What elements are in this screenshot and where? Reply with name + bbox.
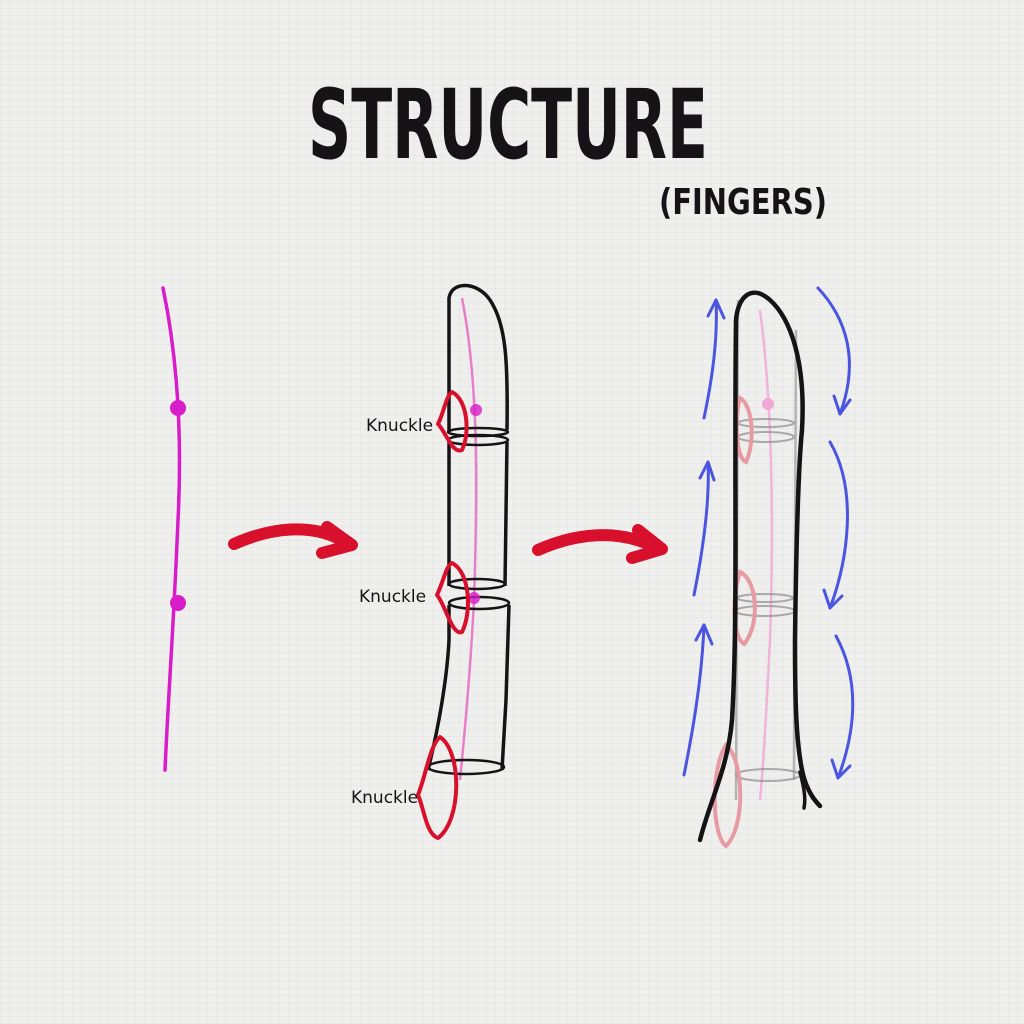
gesture-line [161,286,182,772]
finger-contour [697,290,823,843]
fingertip-segment [447,283,509,432]
knuckle-label: Knuckle [366,416,433,436]
finger-construction: Knuckle Knuckle Knuckle [351,283,511,840]
knuckle-outline [436,390,469,453]
flow-arrows [682,286,855,780]
joint-dot [170,400,186,416]
knuckle-label: Knuckle [359,587,426,607]
finger-final [682,286,855,849]
knuckle-label: Knuckle [351,788,418,808]
arrow-2 [532,524,668,564]
arrow-1 [228,521,358,559]
title: STRUCTURE [308,69,708,181]
knuckle-outline [416,735,459,840]
center-line [458,297,478,781]
subtitle: (FINGERS) [659,182,827,223]
gesture-line-stage [161,286,186,772]
knuckle-outline [435,561,470,635]
joint-dot [170,595,186,611]
middle-segment [447,441,509,587]
